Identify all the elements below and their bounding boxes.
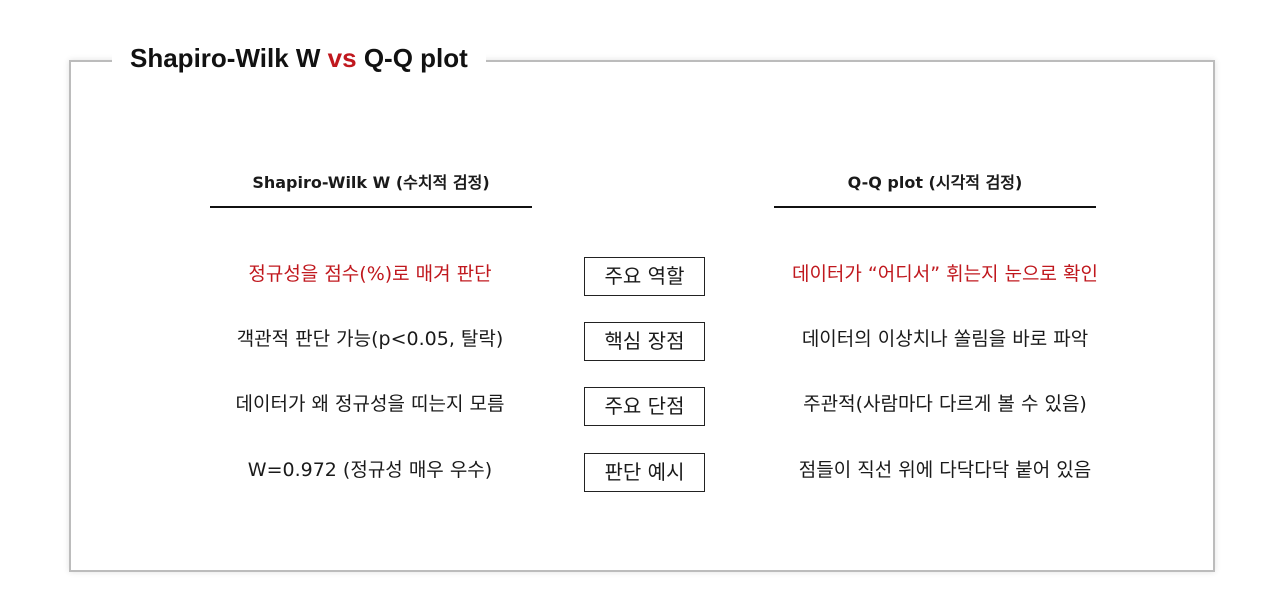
title-right-term: Q-Q plot — [363, 43, 468, 73]
row-4-category-label: 판단 예시 — [584, 453, 705, 492]
right-column-header: Q-Q plot (시각적 검정) — [847, 173, 1023, 192]
row-2-category-label: 핵심 장점 — [584, 322, 705, 361]
row-3-left-text: 데이터가 왜 정규성을 띠는지 모름 — [235, 393, 505, 415]
row-1-category-label: 주요 역할 — [584, 257, 705, 296]
row-2-left-text: 객관적 판단 가능(p<0.05, 탈락) — [236, 328, 504, 350]
left-column-header: Shapiro-Wilk W (수치적 검정) — [252, 173, 490, 192]
comparison-frame — [69, 60, 1215, 572]
left-column-rule — [210, 206, 532, 208]
row-2-right-text: 데이터의 이상치나 쏠림을 바로 파악 — [801, 328, 1089, 350]
row-4-left-text: W=0.972 (정규성 매우 우수) — [247, 459, 493, 481]
row-1-left-text: 정규성을 점수(%)로 매겨 판단 — [248, 263, 492, 285]
right-column-rule — [774, 206, 1096, 208]
title-left-term: Shapiro-Wilk W — [130, 43, 321, 73]
row-3-right-text: 주관적(사람마다 다르게 볼 수 있음) — [803, 393, 1087, 415]
title-vs: vs — [327, 43, 357, 73]
diagram-title: Shapiro-Wilk W vs Q-Q plot — [112, 36, 486, 80]
row-4-right-text: 점들이 직선 위에 다닥다닥 붙어 있음 — [798, 459, 1092, 481]
row-1-right-text: 데이터가 “어디서” 휘는지 눈으로 확인 — [791, 263, 1099, 285]
row-3-category-label: 주요 단점 — [584, 387, 705, 426]
